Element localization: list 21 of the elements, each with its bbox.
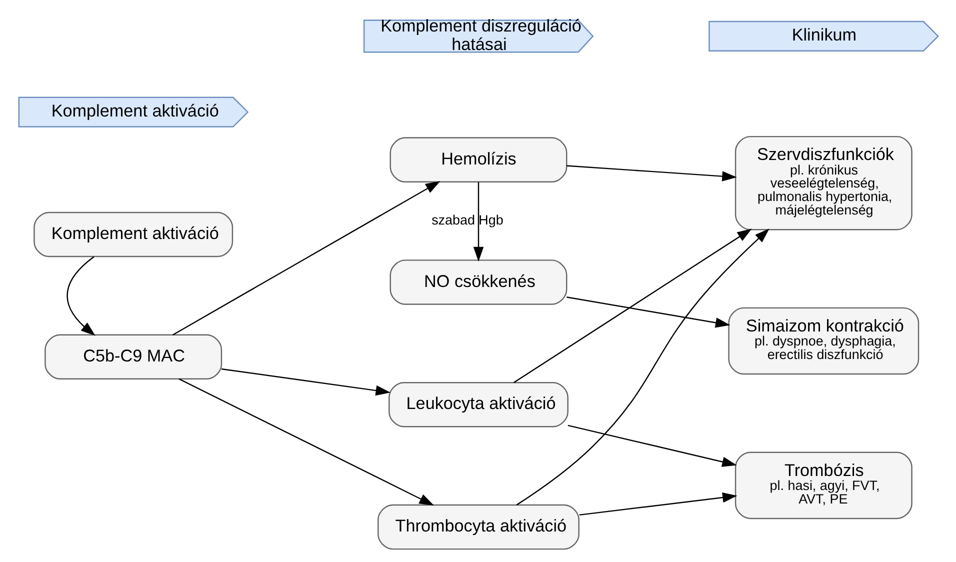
arrow [566,165,736,182]
arrow [513,228,752,384]
node-box: Szervdiszfunkciók pl. krónikus veseelégtelenség, pulmonalis hypertonia, májelégtelenség [734,136,912,230]
node-box: Simaizom kontrakció pl. dyspnoe, dysphagia, erectilis diszfunkció [728,307,919,375]
node-box: Trombózis pl. hasi, agyi, FVT, AVT, PE [734,452,912,520]
node-box: Leukocyta aktiváció [388,382,568,428]
node-box: Hemolízis [389,137,567,182]
arrow [178,378,434,506]
arrow [566,296,730,328]
node-box: NO csökkenés [389,260,567,305]
arrow [172,181,440,336]
node-box: C5b-C9 MAC [44,334,222,380]
arrow [567,424,736,467]
node-box: Komplement aktiváció [33,212,233,258]
arrow [220,368,390,396]
arrow [472,182,484,262]
arrow [516,228,769,506]
arrow [578,492,737,516]
arrow [66,256,95,336]
node-box: Thrombocyta aktiváció [377,504,579,550]
edge-label: szabad Hgb [431,212,503,228]
